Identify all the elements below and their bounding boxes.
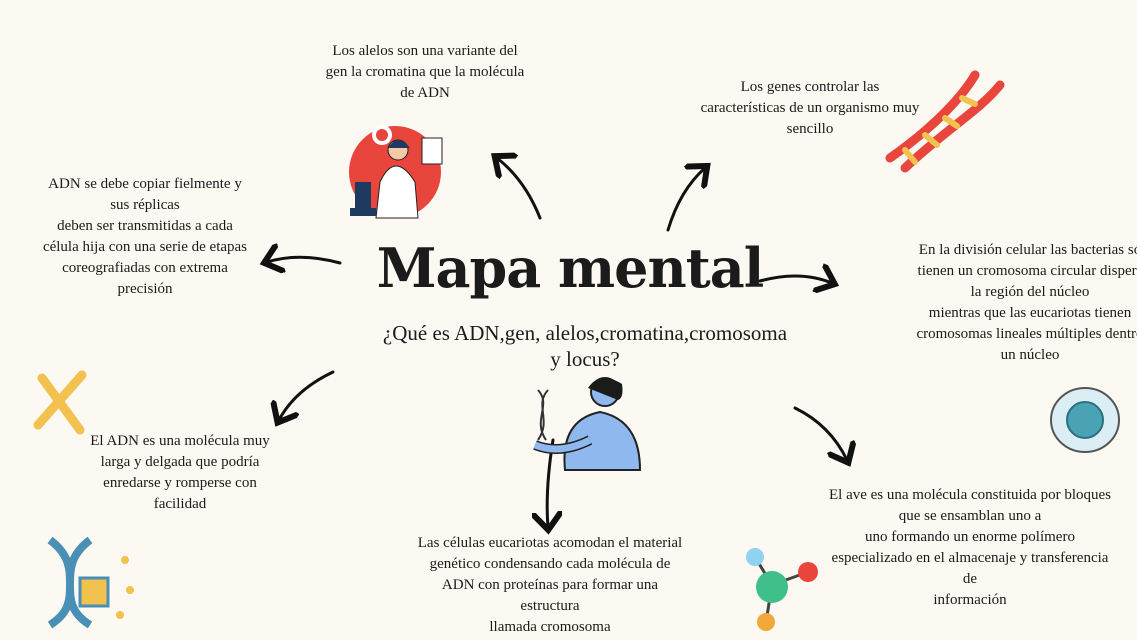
node-eucariotas: Las células eucariotas acomodan el mater… (417, 535, 683, 635)
node-ave: El ave es una molécula constituida por b… (828, 487, 1111, 608)
arrow-larga (279, 370, 335, 420)
arrow-genes (666, 168, 705, 232)
node-genes: Los genes controlar las características … (700, 79, 920, 137)
subtitle: ¿Qué es ADN,gen, alelos,cromatina,cromos… (382, 321, 788, 371)
dna-chip-illustration (47, 536, 134, 629)
arrow-ave (793, 406, 847, 460)
person-dna-illustration (533, 377, 642, 471)
node-larga: El ADN es una molécula muy larga y delga… (90, 433, 270, 512)
dna-helix-illustration (885, 70, 1005, 173)
chromosome-illustration (33, 370, 87, 435)
node-division: En la división celular las bacterias só … (916, 242, 1137, 363)
cell-illustration (1050, 387, 1120, 453)
arrow-alelos (497, 158, 542, 220)
scientist-illustration (349, 125, 443, 219)
molecule-illustration (746, 548, 818, 631)
arrow-copiar (267, 257, 342, 263)
node-copiar: ADN se debe copiar fielmente y sus répli… (42, 176, 248, 297)
page-title: Mapa mental (376, 236, 765, 300)
arrow-division (758, 276, 832, 283)
node-alelos: Los alelos son una variante del gen la c… (325, 43, 525, 101)
